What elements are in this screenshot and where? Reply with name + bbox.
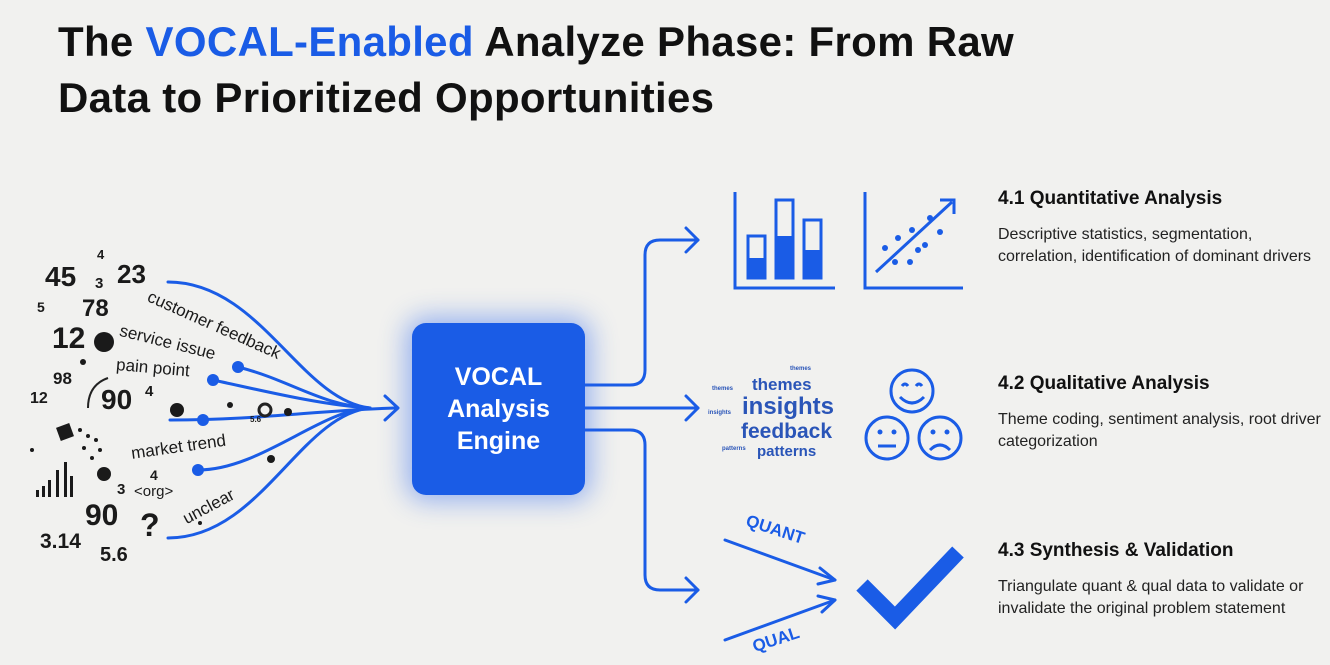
raw-number: 12 <box>52 322 86 355</box>
word: insights <box>708 410 732 416</box>
engine-line: Analysis <box>447 395 550 423</box>
raw-number: 23 <box>117 259 146 289</box>
title-line2: Data to Prioritized Opportunities <box>58 74 715 121</box>
raw-number: 78 <box>82 295 109 322</box>
section-synthesis: 4.3 Synthesis & Validation Triangulate q… <box>998 540 1308 620</box>
raw-number: 90 <box>85 499 119 532</box>
raw-number: 98 <box>53 369 72 388</box>
data-node <box>232 361 244 373</box>
raw-number: 12 <box>30 390 48 407</box>
raw-number: 4 <box>150 467 158 483</box>
word: themes <box>790 366 812 372</box>
section-qualitative: 4.2 Qualitative Analysis Theme coding, s… <box>998 373 1328 453</box>
section-body: Triangulate quant & qual data to validat… <box>998 578 1304 617</box>
checkmark-icon <box>856 546 964 630</box>
word: themes <box>752 375 812 394</box>
section-heading: 4.1 Quantitative Analysis <box>998 188 1223 209</box>
raw-number: 45 <box>45 261 77 292</box>
raw-number: 4 <box>145 383 154 400</box>
funnel-line <box>166 280 372 410</box>
raw-number: 3 <box>117 481 126 498</box>
raw-tag: <org> <box>134 483 174 500</box>
title-prefix: The <box>58 18 146 65</box>
section-heading: 4.3 Synthesis & Validation <box>998 540 1234 561</box>
page-title: The VOCAL-Enabled Analyze Phase: From Ra… <box>58 14 1014 126</box>
raw-number: 5.6 <box>250 415 262 424</box>
section-heading: 4.2 Qualitative Analysis <box>998 373 1210 394</box>
raw-symbol: ? <box>140 507 160 543</box>
sad-face-icon <box>917 415 963 461</box>
raw-number: 5.6 <box>100 544 128 566</box>
title-highlight: VOCAL-Enabled <box>145 18 474 65</box>
neutral-face-icon <box>864 415 910 461</box>
raw-number: 3 <box>95 275 104 292</box>
raw-number: 90 <box>101 384 133 415</box>
section-body: Theme coding, sentiment analysis, root d… <box>998 411 1321 450</box>
word: feedback <box>741 420 833 443</box>
raw-number: 3.14 <box>40 530 81 553</box>
engine-line: VOCAL <box>454 363 543 391</box>
word: themes <box>712 386 734 392</box>
happy-face-icon <box>889 368 935 414</box>
word: patterns <box>757 443 817 460</box>
title-rest: Analyze Phase: From Raw <box>473 18 1014 65</box>
word: insights <box>742 393 835 420</box>
word: patterns <box>722 446 746 452</box>
engine-line: Engine <box>456 427 541 455</box>
scatter-plot-icon <box>863 192 963 290</box>
raw-number: 4 <box>97 247 105 262</box>
section-quantitative: 4.1 Quantitative Analysis Descriptive st… <box>998 188 1328 268</box>
raw-number: 5 <box>37 299 45 315</box>
section-body: Descriptive statistics, segmentation, co… <box>998 226 1312 265</box>
